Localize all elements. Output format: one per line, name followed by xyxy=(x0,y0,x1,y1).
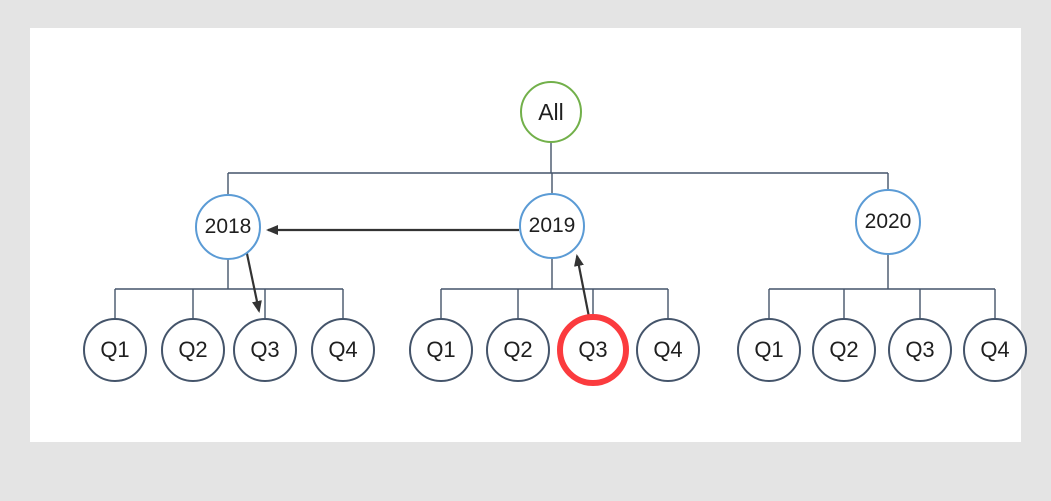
node-2018-q1[interactable]: Q1 xyxy=(83,318,147,382)
node-2019[interactable]: 2019 xyxy=(519,193,585,259)
node-2019-q4-label: Q4 xyxy=(653,337,683,362)
node-2019-q2-label: Q2 xyxy=(503,337,533,362)
node-2018-label: 2018 xyxy=(204,215,252,238)
node-2020-label: 2020 xyxy=(864,210,912,233)
node-2020-q1-label: Q1 xyxy=(754,337,784,362)
node-2018-q3[interactable]: Q3 xyxy=(233,318,297,382)
node-2020[interactable]: 2020 xyxy=(855,189,921,255)
arrow-2018-to-q3 xyxy=(244,248,262,313)
node-2018-q2-label: Q2 xyxy=(178,337,208,362)
node-2020-q4-label: Q4 xyxy=(980,337,1010,362)
node-2018-q1-label: Q1 xyxy=(100,337,130,362)
node-2019-label: 2019 xyxy=(528,214,576,237)
node-2020-q3[interactable]: Q3 xyxy=(888,318,952,382)
node-2019-q3-label: Q3 xyxy=(578,337,608,362)
page-background: All 2018 2019 2020 Q1 Q2 Q3 Q4 Q1 Q2 xyxy=(30,28,1027,442)
node-all-label: All xyxy=(538,98,564,125)
node-2019-q4[interactable]: Q4 xyxy=(636,318,700,382)
node-2019-q2[interactable]: Q2 xyxy=(486,318,550,382)
node-2019-q1[interactable]: Q1 xyxy=(409,318,473,382)
node-2020-q4[interactable]: Q4 xyxy=(963,318,1027,382)
node-2018-q4-label: Q4 xyxy=(328,337,358,362)
node-2020-q2[interactable]: Q2 xyxy=(812,318,876,382)
node-all[interactable]: All xyxy=(520,81,582,143)
diagram-canvas: All 2018 2019 2020 Q1 Q2 Q3 Q4 Q1 Q2 xyxy=(30,28,1027,442)
node-2020-q3-label: Q3 xyxy=(905,337,935,362)
node-2018[interactable]: 2018 xyxy=(195,194,261,260)
arrow-q3-to-2019 xyxy=(574,254,591,318)
node-2020-q2-label: Q2 xyxy=(829,337,859,362)
node-2019-q1-label: Q1 xyxy=(426,337,456,362)
node-2018-q2[interactable]: Q2 xyxy=(161,318,225,382)
node-2018-q4[interactable]: Q4 xyxy=(311,318,375,382)
node-2019-q3-highlighted[interactable]: Q3 xyxy=(557,314,629,386)
node-2018-q3-label: Q3 xyxy=(250,337,280,362)
node-2020-q1[interactable]: Q1 xyxy=(737,318,801,382)
